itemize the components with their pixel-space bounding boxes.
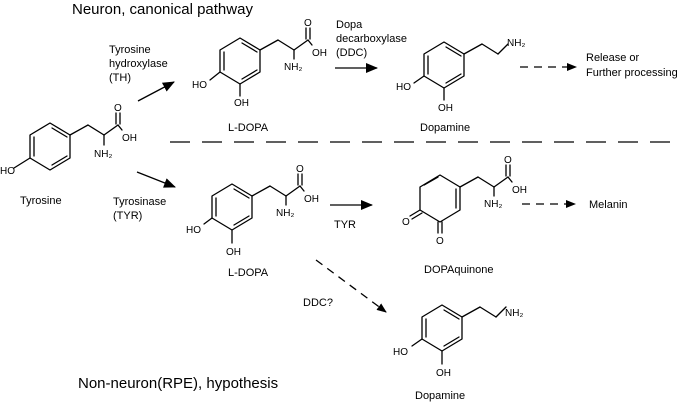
svg-text:O: O — [114, 103, 122, 114]
svg-text:NH₂: NH₂ — [276, 208, 294, 219]
dopamine-top-label: Dopamine — [420, 122, 470, 134]
svg-text:OH: OH — [234, 98, 249, 109]
dopaquinone-structure: O O NH₂ O OH — [402, 155, 527, 247]
svg-text:O: O — [402, 217, 410, 228]
svg-text:O: O — [436, 236, 444, 247]
dopamine-bottom-structure: HO OH NH₂ — [393, 304, 523, 379]
svg-text:NH₂: NH₂ — [94, 149, 112, 160]
ldopa-bottom-label: L-DOPA — [228, 267, 269, 279]
svg-text:(TH): (TH) — [109, 72, 131, 84]
tyrosine-label: Tyrosine — [20, 195, 62, 207]
svg-text:O: O — [304, 18, 312, 29]
svg-text:NH₂: NH₂ — [284, 62, 302, 73]
svg-text:(DDC): (DDC) — [336, 47, 367, 59]
svg-text:hydroxylase: hydroxylase — [109, 58, 168, 70]
ddc-enzyme-label: Dopa decarboxylase (DDC) — [336, 19, 407, 59]
svg-text:OH: OH — [312, 48, 327, 59]
tyr-enzyme-label: TYR — [334, 219, 356, 231]
svg-text:HO: HO — [186, 225, 201, 236]
svg-text:OH: OH — [436, 368, 451, 379]
melanin-label: Melanin — [589, 199, 628, 211]
svg-text:O: O — [296, 164, 304, 175]
dopamine-top-structure: HO OH NH₂ — [396, 38, 525, 114]
th-enzyme-label: Tyrosine hydroxylase (TH) — [109, 44, 168, 84]
svg-text:OH: OH — [438, 103, 453, 114]
ddc-hypothesis-label: DDC? — [303, 297, 333, 309]
svg-text:OH: OH — [304, 194, 319, 205]
svg-text:Tyrosine: Tyrosine — [109, 44, 151, 56]
tyrosinase-reaction-arrow — [136, 171, 176, 188]
ldopa-bottom-structure: HO OH NH₂ O OH — [186, 164, 319, 258]
svg-text:NH₂: NH₂ — [505, 308, 523, 319]
svg-text:NH₂: NH₂ — [507, 38, 525, 49]
svg-text:O: O — [504, 155, 512, 166]
svg-text:HO: HO — [393, 347, 408, 358]
svg-text:Dopa: Dopa — [336, 19, 363, 31]
svg-text:Release or: Release or — [586, 52, 640, 64]
svg-text:OH: OH — [122, 133, 137, 144]
dopamine-bottom-label: Dopamine — [415, 390, 465, 402]
non-neuron-section-title: Non-neuron(RPE), hypothesis — [78, 375, 278, 392]
ddc-hypothesis-arrow — [315, 259, 387, 313]
svg-text:HO: HO — [192, 80, 207, 91]
tyrosine-structure: HO NH₂ O OH — [0, 103, 137, 177]
svg-text:OH: OH — [226, 247, 241, 258]
svg-text:OH: OH — [512, 185, 527, 196]
svg-text:HO: HO — [0, 166, 15, 177]
tyrosinase-enzyme-label: Tyrosinase (TYR) — [113, 196, 166, 222]
svg-text:decarboxylase: decarboxylase — [336, 33, 407, 45]
release-label: Release or Further processing — [586, 52, 678, 79]
svg-text:Tyrosinase: Tyrosinase — [113, 196, 166, 208]
dopaquinone-label: DOPAquinone — [424, 264, 494, 276]
svg-text:NH₂: NH₂ — [484, 199, 502, 210]
th-reaction-arrow — [137, 81, 175, 102]
ldopa-top-label: L-DOPA — [228, 122, 269, 134]
ldopa-top-structure: HO OH NH₂ O OH — [192, 18, 327, 109]
svg-text:Further processing: Further processing — [586, 67, 678, 79]
svg-text:(TYR): (TYR) — [113, 210, 142, 222]
neuron-section-title: Neuron, canonical pathway — [72, 1, 253, 18]
svg-text:HO: HO — [396, 82, 411, 93]
